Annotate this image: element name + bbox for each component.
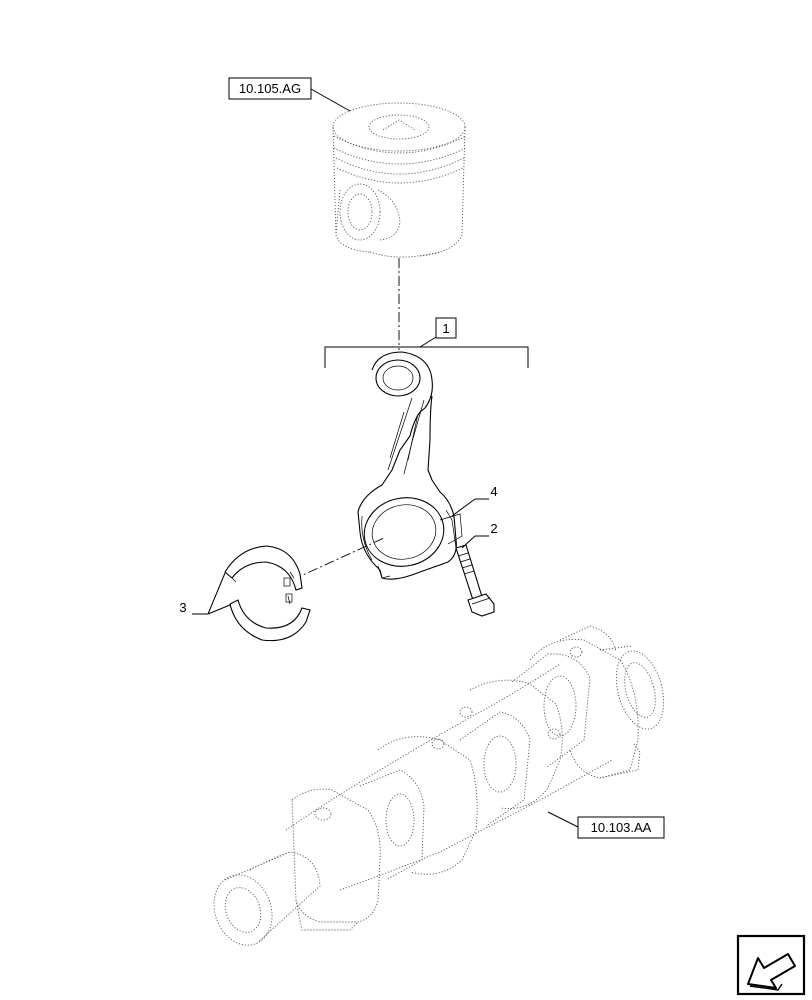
callout-1-text: 1	[442, 321, 449, 336]
assembly-bracket	[324, 336, 529, 368]
crankshaft-reference-text: 10.103.AA	[591, 820, 652, 835]
connecting-rod-drawing	[357, 351, 463, 580]
crankshaft-reference-label[interactable]: 10.103.AA	[547, 811, 665, 839]
piston-drawing	[332, 102, 467, 258]
callout-3[interactable]: 3	[179, 572, 231, 615]
piston-reference-text: 10.105.AG	[239, 81, 301, 96]
callout-2[interactable]: 2	[461, 521, 498, 549]
callout-4[interactable]: 4	[451, 484, 498, 517]
callout-3-text: 3	[179, 600, 186, 615]
callout-4-text: 4	[490, 484, 497, 499]
crankshaft-drawing	[213, 625, 665, 946]
bearing-shells-drawing	[224, 545, 311, 642]
arrow-bottom-left-icon[interactable]	[736, 934, 806, 996]
bolt-drawing	[455, 544, 495, 617]
callout-1[interactable]: 1	[435, 317, 457, 339]
piston-reference-label[interactable]: 10.105.AG	[228, 77, 351, 112]
bearing-axis-line	[291, 537, 385, 581]
callout-2-text: 2	[490, 521, 497, 536]
